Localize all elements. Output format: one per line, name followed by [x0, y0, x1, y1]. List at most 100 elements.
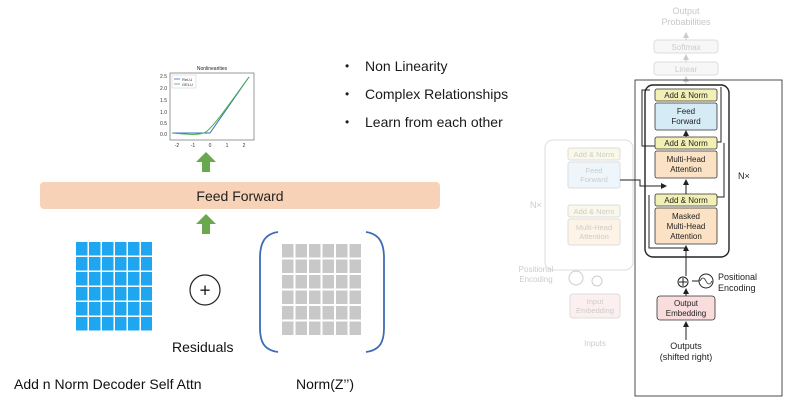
y-tick-label: 0.0: [160, 132, 167, 138]
encoder-feed-forward-line: Feed: [585, 166, 602, 175]
sine-wave: [699, 277, 713, 285]
inputs-label: Inputs: [584, 339, 606, 348]
norm-cell: [336, 244, 348, 258]
input-embedding-line: Embedding: [576, 306, 614, 315]
norm-cell: [322, 244, 334, 258]
feed-forward-block-line: Feed: [677, 107, 695, 116]
feed-forward-bar: Feed Forward: [40, 182, 440, 209]
residual-cell: [128, 317, 140, 331]
norm-cell: [309, 306, 321, 320]
residual-cell: [141, 242, 152, 256]
x-tick-label: -1: [191, 143, 196, 149]
bullet-text: Learn from each other: [365, 114, 503, 130]
residual-cell: [141, 287, 152, 301]
add-norm-label: Add & Norm: [664, 91, 708, 100]
y-tick-label: 1.5: [160, 98, 167, 104]
legend-relu-label: ReLU: [182, 77, 192, 82]
decoder-highlight-frame: [634, 79, 783, 397]
masked-attention-line: Attention: [670, 232, 702, 241]
residual-cell: [102, 287, 114, 301]
y-tick-label: 2.0: [160, 86, 167, 92]
residual-cell: [115, 317, 127, 331]
bullet-dot-icon: •: [345, 59, 350, 73]
encoder-sine-icon: [568, 270, 584, 286]
norm-cell: [336, 275, 348, 289]
bullet-list: •Non Linearity • Complex Relationships •L…: [345, 52, 545, 136]
up-arrow-icon: [196, 152, 216, 172]
encoder-nx-label: N×: [530, 200, 542, 210]
bullet-text: Complex Relationships: [365, 86, 509, 102]
norm-cell: [309, 290, 321, 304]
norm-cell: [322, 259, 334, 273]
legend-gelu-label: GELU: [182, 82, 193, 87]
encoder-feed-forward-line: Forward: [580, 175, 608, 184]
output-probabilities-line: Output: [672, 6, 700, 16]
encoder-attention-line: Multi-Head: [576, 223, 612, 232]
residual-cell: [128, 242, 140, 256]
norm-cell: [282, 290, 294, 304]
add-norm-label: Add & Norm: [664, 196, 708, 205]
plot-title: Nonlinearities: [197, 66, 228, 72]
encoder-to-decoder-arrow: [620, 179, 667, 189]
residual-cell: [89, 287, 101, 301]
output-embedding-line: Embedding: [666, 309, 706, 318]
norm-cell: [282, 259, 294, 273]
input-embedding-block: [569, 293, 621, 319]
encoder-positional-line: Encoding: [519, 275, 552, 284]
masked-attention-line: Masked: [672, 212, 700, 221]
output-probabilities-line: Probabilities: [661, 17, 711, 27]
residual-cell: [76, 287, 88, 301]
x-tick-label: 1: [226, 143, 229, 149]
residual-cell: [141, 257, 152, 271]
residual-cell: [128, 287, 140, 301]
up-arrow-icon: [196, 214, 216, 234]
encoder-attention-line: Attention: [579, 232, 609, 241]
residual-cell: [76, 272, 88, 286]
residual-path: [648, 195, 686, 249]
residual-cell: [102, 242, 114, 256]
norm-cell: [295, 290, 307, 304]
plot-x-ticks: -2 -1 0 1 2: [175, 143, 246, 149]
norm-cell: [322, 321, 334, 335]
norm-cell: [349, 259, 361, 273]
residual-cell: [115, 287, 127, 301]
x-tick-label: 2: [243, 143, 246, 149]
bullet-item: •Non Linearity: [345, 52, 545, 80]
residual-cell: [89, 272, 101, 286]
residual-cell: [102, 317, 114, 331]
norm-cell: [295, 306, 307, 320]
residual-cell: [89, 242, 101, 256]
norm-cell: [349, 244, 361, 258]
norm-cell: [309, 244, 321, 258]
y-tick-label: 1.0: [160, 110, 167, 116]
feed-forward-label: Feed Forward: [196, 187, 284, 204]
residual-cell: [89, 317, 101, 331]
decoder-sine-icon: [698, 273, 714, 289]
norm-cell: [309, 321, 321, 335]
residual-cell: [141, 302, 152, 316]
y-tick-label: 0.5: [160, 121, 167, 127]
encoder-add-norm-label: Add & Norm: [574, 207, 615, 216]
decoder-positional-line: Positional: [718, 272, 757, 282]
plot-frame: [169, 72, 255, 141]
decoder-positional-line: Encoding: [718, 283, 756, 293]
multi-head-attention-line: Multi-Head: [667, 155, 706, 164]
bullet-item: •Learn from each other: [345, 108, 545, 136]
residual-cell: [89, 302, 101, 316]
outputs-label: Outputs(shifted right): [660, 341, 713, 362]
norm-cell: [295, 259, 307, 273]
masked-attention-block: [654, 207, 718, 245]
norm-cell: [322, 290, 334, 304]
residual-cell: [141, 317, 152, 331]
input-embedding-line: Input: [587, 297, 605, 306]
residual-cell: [102, 257, 114, 271]
norm-cell: [336, 259, 348, 273]
norm-cell: [295, 275, 307, 289]
